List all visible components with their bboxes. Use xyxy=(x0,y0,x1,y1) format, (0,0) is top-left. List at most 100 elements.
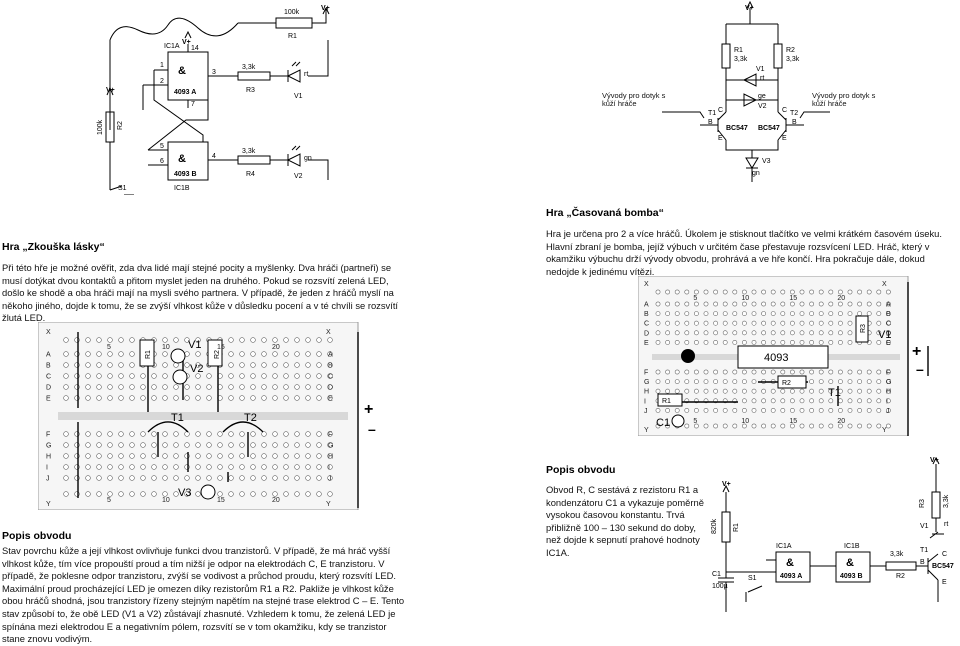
r3-name: R3 xyxy=(919,499,926,508)
bb-row-label: B xyxy=(328,363,333,370)
supply-left: V+ xyxy=(722,481,731,488)
bb-col-label: 5 xyxy=(107,497,111,504)
r1-name: R1 xyxy=(733,523,740,532)
bb-row-label: J xyxy=(886,408,890,415)
love-popis-title: Popis obvodu xyxy=(2,530,72,542)
gate-b-symbol: & xyxy=(178,153,186,165)
bb-row-label: C xyxy=(328,374,333,381)
bb-x-left: X xyxy=(46,329,51,336)
bb-row-label: D xyxy=(886,330,891,337)
bb-row-label: G xyxy=(46,443,51,450)
ic1b-ref: IC1B xyxy=(174,185,190,192)
bb-r1: R1 xyxy=(145,350,152,359)
pin-c-left: C xyxy=(718,107,723,114)
bb-row-label: A xyxy=(46,352,51,359)
bbr-chip: 4093 xyxy=(764,352,788,364)
v1-name: V1 xyxy=(920,523,929,530)
bb-row-label: I xyxy=(328,465,330,472)
bb-row-label: A xyxy=(328,352,333,359)
t1-name: T1 xyxy=(708,110,716,117)
bb-row-label: F xyxy=(328,432,332,439)
bb-t2: T2 xyxy=(244,412,257,424)
v1-name: V1 xyxy=(756,66,765,73)
ic1b-ref: IC1B xyxy=(844,543,860,550)
bb-col-label: 5 xyxy=(693,295,697,302)
t2-name: T2 xyxy=(790,110,798,117)
ic1b-name: 4093 B xyxy=(840,573,863,580)
v2-color: ge xyxy=(758,93,766,100)
bb-row-label: E xyxy=(328,396,333,403)
love-test-description: Při této hře je možné ověřit, zda dva li… xyxy=(2,262,399,324)
bbr-v1: V1 xyxy=(878,329,891,341)
r2-name: R2 xyxy=(786,47,795,54)
c1-value: 100µ xyxy=(712,583,728,590)
bbr-y-right: Y xyxy=(882,427,887,434)
pin-c: C xyxy=(942,551,947,558)
bb-row-label: H xyxy=(886,389,891,396)
bb-row-label: J xyxy=(644,408,648,415)
led2-name: V2 xyxy=(294,173,303,180)
schematic-time-bomb-touch: V+ R1 3,3k R2 3,3k V1 rt ge V2 V3 gn T1 … xyxy=(602,0,876,182)
t1-name: T1 xyxy=(920,547,928,554)
r1-value: 3,3k xyxy=(734,56,748,63)
bb-row-label: C xyxy=(886,321,891,328)
love-popis-text: Stav povrchu kůže a její vlhkost ovlivňu… xyxy=(2,545,405,645)
bbr-x-right: X xyxy=(882,281,887,288)
pin-b: B xyxy=(920,559,925,566)
r2-name: R2 xyxy=(896,573,905,580)
schematic-love-test: V+ 100k R1 V+ IC1A & 4093 A & 4093 B IC1… xyxy=(97,5,330,195)
pin-7: 7 xyxy=(191,101,195,108)
v3-color: gn xyxy=(752,170,760,177)
bomb-title: Hra „Časovaná bomba“ xyxy=(546,207,664,219)
s1-name: S1 xyxy=(748,575,757,582)
bbr-r3: R3 xyxy=(860,324,867,333)
t1-type: BC547 xyxy=(726,125,748,132)
t2-type: BC547 xyxy=(758,125,780,132)
bb-col-label: 5 xyxy=(107,344,111,351)
touch-left-label: Vývody pro dotyk s kůží hráče xyxy=(602,92,666,108)
bb-row-label: I xyxy=(644,398,646,405)
bb-col-label: 15 xyxy=(217,497,225,504)
r2-name: R2 xyxy=(117,121,124,130)
bb-row-label: H xyxy=(46,454,51,461)
bb-row-label: H xyxy=(644,389,649,396)
pin-4: 4 xyxy=(212,153,216,160)
pin-5: 5 xyxy=(160,143,164,150)
pin-b-right: B xyxy=(792,119,797,126)
bb-row-label: F xyxy=(46,432,50,439)
bb-col-label: 10 xyxy=(162,344,170,351)
pin-3: 3 xyxy=(212,69,216,76)
r2-value: 100k xyxy=(97,119,104,135)
bb-minus: – xyxy=(368,421,376,437)
schematic-time-bomb: V+ 3,3k R3 V+ 820k R1 C1 100µ S1 IC1A & … xyxy=(711,456,954,612)
bb-col-label: 5 xyxy=(693,418,697,425)
bbr-y-left: Y xyxy=(644,427,649,434)
bomb-popis-text: Obvod R, C sestává z rezistoru R1 a kond… xyxy=(546,484,704,558)
bb-row-label: G xyxy=(328,443,333,450)
r4-value: 3,3k xyxy=(242,148,256,155)
bb-v2: V2 xyxy=(190,363,203,375)
bb-t1: T1 xyxy=(171,412,184,424)
bb-row-label: G xyxy=(886,379,891,386)
led1-color: rt xyxy=(304,71,308,78)
supply-label: V+ xyxy=(321,5,330,12)
t1-type: BC547 xyxy=(932,563,954,570)
bb-row-label: C xyxy=(644,321,649,328)
touch-right-label: Vývody pro dotyk s kůží hráče xyxy=(812,92,876,108)
bb-row-label: A xyxy=(644,302,649,309)
bb-row-label: B xyxy=(644,311,649,318)
bb-col-label: 10 xyxy=(741,295,749,302)
bomb-popis-title: Popis obvodu xyxy=(546,464,616,476)
supply: V+ xyxy=(745,5,754,12)
pin-b-left: B xyxy=(708,119,713,126)
led2-color: gn xyxy=(304,155,312,162)
bbr-plus: + xyxy=(912,343,921,360)
ic1b-symbol: & xyxy=(846,557,854,569)
gate-b-name: 4093 B xyxy=(174,171,197,178)
r1-value: 820k xyxy=(711,518,718,534)
bb-v1: V1 xyxy=(188,339,201,351)
bb-row-label: I xyxy=(46,465,48,472)
r2-value: 3,3k xyxy=(786,56,800,63)
